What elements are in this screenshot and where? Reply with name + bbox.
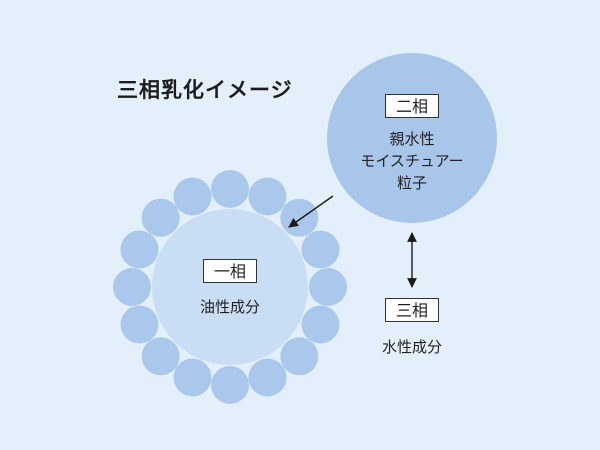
small-particle — [301, 305, 340, 344]
small-particle — [280, 337, 319, 376]
phase1-description: 油性成分 — [199, 298, 260, 316]
oil-phase-circle — [152, 209, 308, 365]
diagonal-arrow — [288, 195, 334, 228]
small-particle — [248, 358, 287, 397]
phase2-description-line: 親水性 — [389, 130, 435, 148]
diagram-title: 三相乳化イメージ — [117, 78, 293, 102]
small-particle — [141, 198, 180, 237]
small-particle — [120, 230, 159, 269]
phase3-description: 水性成分 — [381, 338, 442, 356]
small-particle — [120, 305, 159, 344]
small-particle — [211, 170, 249, 208]
phase3-box: 三相 — [385, 298, 439, 322]
phase2-description-line: 粒子 — [396, 174, 427, 192]
small-particle — [113, 268, 151, 306]
small-particle — [248, 177, 287, 216]
hydrophilic-particle-circle — [327, 53, 497, 223]
phase1-box: 一相 — [203, 259, 257, 283]
particle-ring — [113, 170, 347, 404]
small-particle — [141, 337, 180, 376]
phase2-description: 親水性 モイスチュアー 粒子 — [350, 128, 474, 194]
phase2-description-line: モイスチュアー — [360, 152, 464, 170]
small-particle — [211, 366, 249, 404]
small-particle — [309, 268, 347, 306]
small-particle — [301, 230, 340, 269]
small-particle — [280, 198, 319, 237]
small-particle — [173, 177, 212, 216]
small-particle — [173, 358, 212, 397]
phase2-box: 二相 — [385, 94, 439, 118]
